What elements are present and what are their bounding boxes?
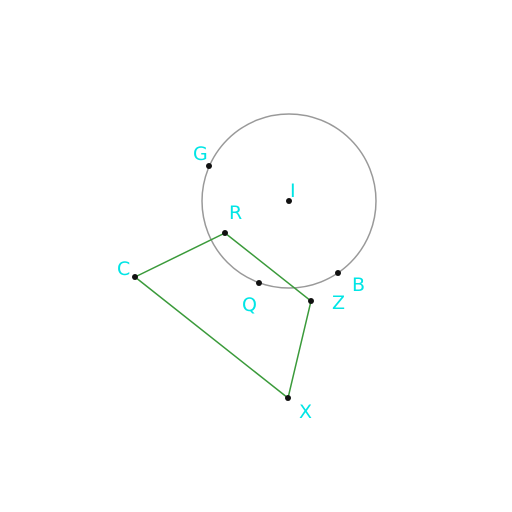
label-b: B <box>352 274 365 296</box>
point-q <box>256 280 262 286</box>
label-r: R <box>229 202 242 224</box>
point-i <box>286 198 292 204</box>
point-x <box>285 395 291 401</box>
label-z: Z <box>332 292 345 314</box>
point-z <box>308 298 314 304</box>
point-g <box>206 163 212 169</box>
label-i: I <box>290 180 296 202</box>
point-c <box>132 274 138 280</box>
label-q: Q <box>242 294 257 316</box>
circle <box>201 113 377 289</box>
label-g: G <box>193 143 208 165</box>
point-b <box>335 270 341 276</box>
label-x: X <box>299 401 312 423</box>
label-c: C <box>117 258 130 280</box>
point-r <box>222 230 228 236</box>
